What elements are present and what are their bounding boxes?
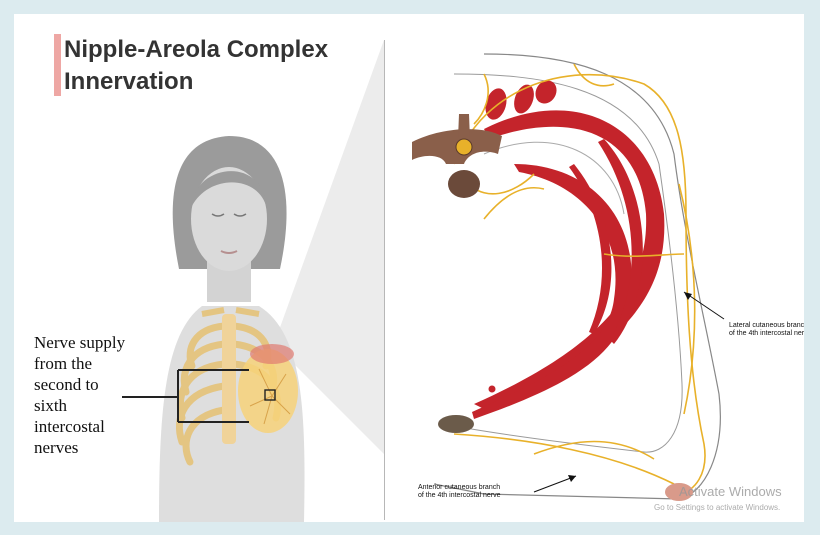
cross-section-diagram [14,14,804,522]
callout-line: Anterior cutaneous branch [418,484,501,492]
figure-canvas: Nipple-Areola Complex Innervation [14,14,804,522]
anterior-branch-callout: Anterior cutaneous branch of the 4th int… [418,484,501,500]
callout-line: of the 4th intercostal nerve [418,492,501,500]
spinal-cord [456,139,472,155]
callout-line: Lateral cutaneous branch [729,322,804,330]
spinous-process [458,114,470,139]
callout-line: of the 4th intercostal nerve [729,330,804,338]
lateral-branch-callout: Lateral cutaneous branch of the 4th inte… [729,322,804,338]
sternum-section [438,415,474,433]
activation-watermark-subtitle: Go to Settings to activate Windows. [654,503,780,512]
intercostal-muscles [472,77,664,419]
vertebral-body [448,170,480,198]
activation-watermark-title: Activate Windows [679,484,782,499]
